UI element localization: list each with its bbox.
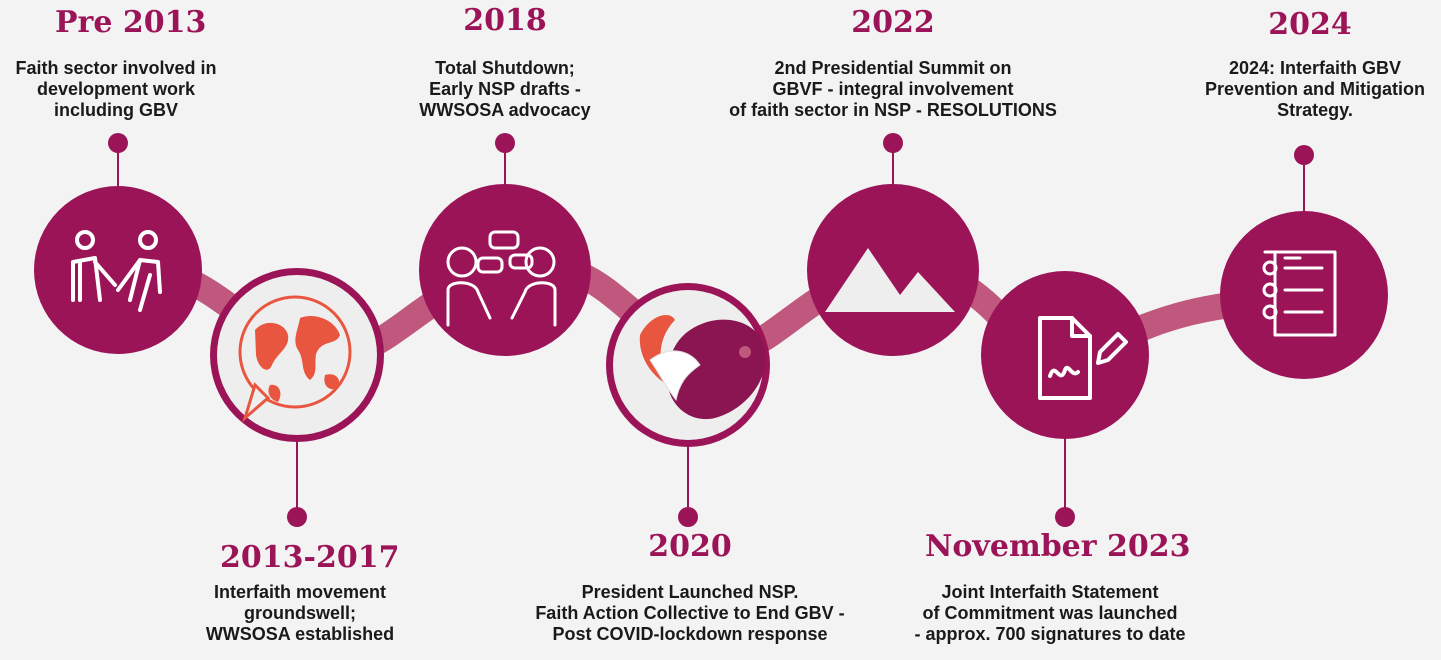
milestone-text-1: Faith sector involved in development wor… [15, 58, 217, 120]
milestone-circle-4 [606, 283, 770, 447]
milestone-year-7: 2024 [1268, 7, 1352, 42]
checklist-document-icon [1262, 250, 1337, 337]
connector-dot-6 [1055, 507, 1075, 527]
dove-south-africa-map-icon [639, 315, 766, 420]
milestone-circle-6 [981, 271, 1149, 439]
milestone-text-2: Interfaith movement groundswell; WWSOSA … [205, 582, 395, 644]
connector-dot-4 [678, 507, 698, 527]
mountain-icon [825, 248, 955, 312]
milestone-year-6: November 2023 [925, 529, 1191, 564]
milestone-circle-5 [807, 184, 979, 356]
milestone-circle-2 [210, 268, 384, 442]
connector-dot-5 [883, 133, 903, 153]
milestone-text-6: Joint Interfaith Statement of Commitment… [914, 582, 1186, 644]
milestone-year-5: 2022 [851, 5, 935, 40]
milestone-circle-7 [1220, 211, 1388, 379]
milestone-year-3: 2018 [463, 3, 547, 38]
milestone-text-4: President Launched NSP. Faith Action Col… [535, 582, 845, 644]
signed-document-icon [1038, 316, 1128, 400]
milestone-circle-3 [419, 184, 591, 356]
connector-dot-3 [495, 133, 515, 153]
milestone-text-5: 2nd Presidential Summit on GBVF - integr… [729, 58, 1057, 120]
milestone-circle-1 [34, 186, 202, 354]
connector-dot-1 [108, 133, 128, 153]
milestone-year-2: 2013-2017 [220, 540, 400, 575]
connector-dot-7 [1294, 145, 1314, 165]
milestone-text-3: Total Shutdown; Early NSP drafts - WWSOS… [419, 58, 591, 120]
milestone-year-4: 2020 [648, 529, 732, 564]
milestone-text-7: 2024: Interfaith GBV Prevention and Miti… [1204, 58, 1425, 120]
people-talking-icon [446, 230, 557, 327]
world-speech-bubble-icon [238, 295, 352, 423]
milestone-year-1: Pre 2013 [55, 5, 207, 40]
people-walking-icon [71, 230, 162, 312]
connector-dot-2 [287, 507, 307, 527]
